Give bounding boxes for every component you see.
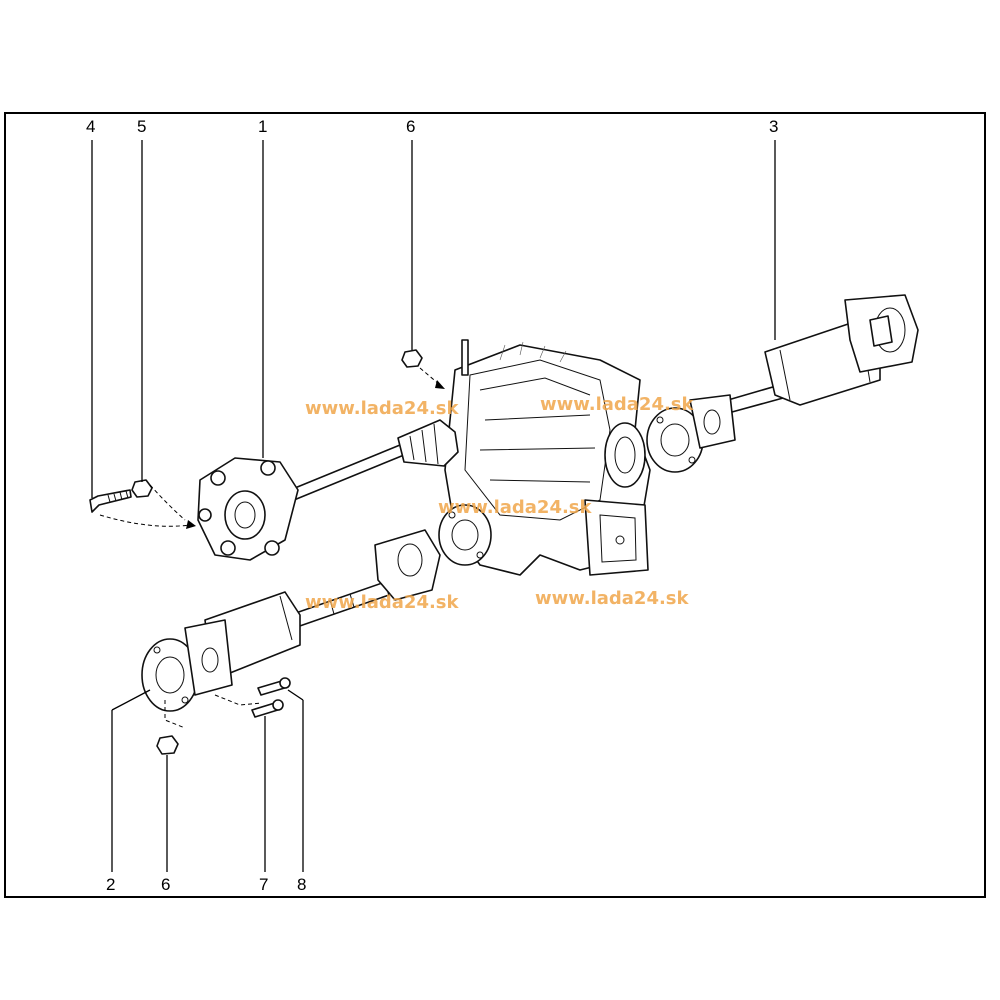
callout-4: 4 bbox=[86, 117, 95, 136]
transfer-case bbox=[438, 339, 651, 576]
leader-lines bbox=[91, 140, 776, 872]
watermark-4: www.lada24.sk bbox=[305, 592, 460, 613]
callout-7: 7 bbox=[259, 875, 268, 894]
callout-5: 5 bbox=[137, 117, 146, 136]
propeller-shaft-1 bbox=[89, 419, 459, 561]
watermark-2: www.lada24.sk bbox=[540, 394, 695, 415]
nut-6-top bbox=[401, 349, 445, 389]
propeller-shaft-2 bbox=[141, 529, 441, 755]
callout-6-bottom: 6 bbox=[161, 875, 170, 894]
callout-2: 2 bbox=[106, 875, 115, 894]
watermark-1: www.lada24.sk bbox=[305, 398, 460, 419]
callout-6-top: 6 bbox=[406, 117, 415, 136]
watermark-3: www.lada24.sk bbox=[438, 497, 593, 518]
callout-3: 3 bbox=[769, 117, 778, 136]
diagram-frame bbox=[4, 112, 986, 898]
callout-8: 8 bbox=[297, 875, 306, 894]
callout-labels: 4 5 1 6 3 2 6 7 8 bbox=[86, 117, 778, 894]
watermarks: www.lada24.sk www.lada24.sk www.lada24.s… bbox=[305, 394, 695, 613]
callout-1: 1 bbox=[258, 117, 267, 136]
watermark-5: www.lada24.sk bbox=[535, 588, 690, 609]
propeller-shaft-3 bbox=[646, 294, 919, 473]
